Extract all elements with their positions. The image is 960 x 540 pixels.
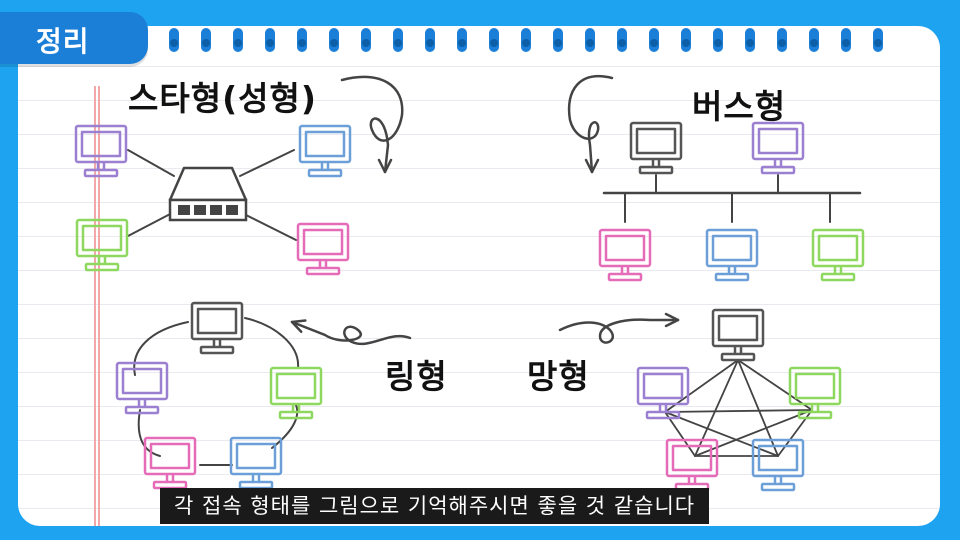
mesh-computer-gray xyxy=(711,308,765,362)
binding-ring xyxy=(873,28,883,52)
margin-line xyxy=(98,86,100,526)
subtitle-caption: 각 접속 형태를 그림으로 기억해주시면 좋을 것 같습니다 xyxy=(160,488,710,524)
margin-line xyxy=(94,86,96,526)
computer-icons xyxy=(74,121,865,492)
bus-arrow-icon xyxy=(567,75,614,174)
mesh-computer-purple xyxy=(636,366,690,420)
ruled-line xyxy=(18,168,940,169)
binding-ring xyxy=(553,28,563,52)
binding-ring xyxy=(489,28,499,52)
ruled-line xyxy=(18,440,940,441)
binding-ring xyxy=(713,28,723,52)
binding-ring xyxy=(329,28,339,52)
binding-ring xyxy=(649,28,659,52)
mesh-computer-pink xyxy=(665,438,719,492)
bus-computer-blue xyxy=(705,228,759,282)
ruled-line xyxy=(18,236,940,237)
mesh-computer-blue xyxy=(751,438,805,492)
star-computer-green xyxy=(75,218,129,272)
notebook-page xyxy=(18,26,940,526)
section-tag: 정리 xyxy=(0,12,148,64)
binding-ring xyxy=(201,28,211,52)
binding-ring xyxy=(809,28,819,52)
binding-ring xyxy=(297,28,307,52)
binding-ring xyxy=(617,28,627,52)
star-computer-blue xyxy=(298,124,352,178)
ring-computer-purple xyxy=(115,361,169,415)
star-topology-label: 스타형(성형) xyxy=(128,79,317,118)
hub-switch-icon xyxy=(168,166,248,222)
bus-computer-green xyxy=(811,228,865,282)
binding-ring xyxy=(457,28,467,52)
binding-ring xyxy=(393,28,403,52)
binding-ring xyxy=(265,28,275,52)
ring-topology-label: 링형 xyxy=(385,357,448,396)
ruled-line xyxy=(18,406,940,407)
ruled-line xyxy=(18,338,940,339)
mesh-arrow-icon xyxy=(558,312,680,344)
ring-computer-pink xyxy=(143,436,197,490)
star-arrow-icon xyxy=(340,75,404,174)
binding-ring xyxy=(233,28,243,52)
bus-topology-label: 버스형 xyxy=(692,87,787,126)
bus-computer-pink xyxy=(598,228,652,282)
star-computer-pink xyxy=(296,222,350,276)
binding-ring xyxy=(169,28,179,52)
ruled-line xyxy=(18,134,940,135)
bus-computer-purple xyxy=(751,121,805,175)
ring-computer-gray xyxy=(190,301,244,355)
binding-ring xyxy=(585,28,595,52)
ring-arrow-icon xyxy=(290,319,412,346)
ruled-line xyxy=(18,202,940,203)
binding-ring xyxy=(745,28,755,52)
binding-ring xyxy=(841,28,851,52)
section-tag-label: 정리 xyxy=(36,25,90,58)
ruled-line xyxy=(18,66,940,67)
ruled-line xyxy=(18,372,940,373)
star-computer-purple xyxy=(74,124,128,178)
ruled-line xyxy=(18,270,940,271)
binding-ring xyxy=(777,28,787,52)
mesh-topology-label: 망형 xyxy=(527,357,590,396)
bus-computer-gray xyxy=(629,121,683,175)
binding-ring xyxy=(521,28,531,52)
curved-arrows xyxy=(290,75,680,346)
ruled-line xyxy=(18,304,940,305)
binding-ring xyxy=(425,28,435,52)
ring-computer-blue xyxy=(229,436,283,490)
ruled-line xyxy=(18,100,940,101)
binding-ring xyxy=(681,28,691,52)
ruled-line xyxy=(18,474,940,475)
mesh-computer-green xyxy=(788,366,842,420)
binding-ring xyxy=(361,28,371,52)
ring-computer-green xyxy=(269,366,323,420)
